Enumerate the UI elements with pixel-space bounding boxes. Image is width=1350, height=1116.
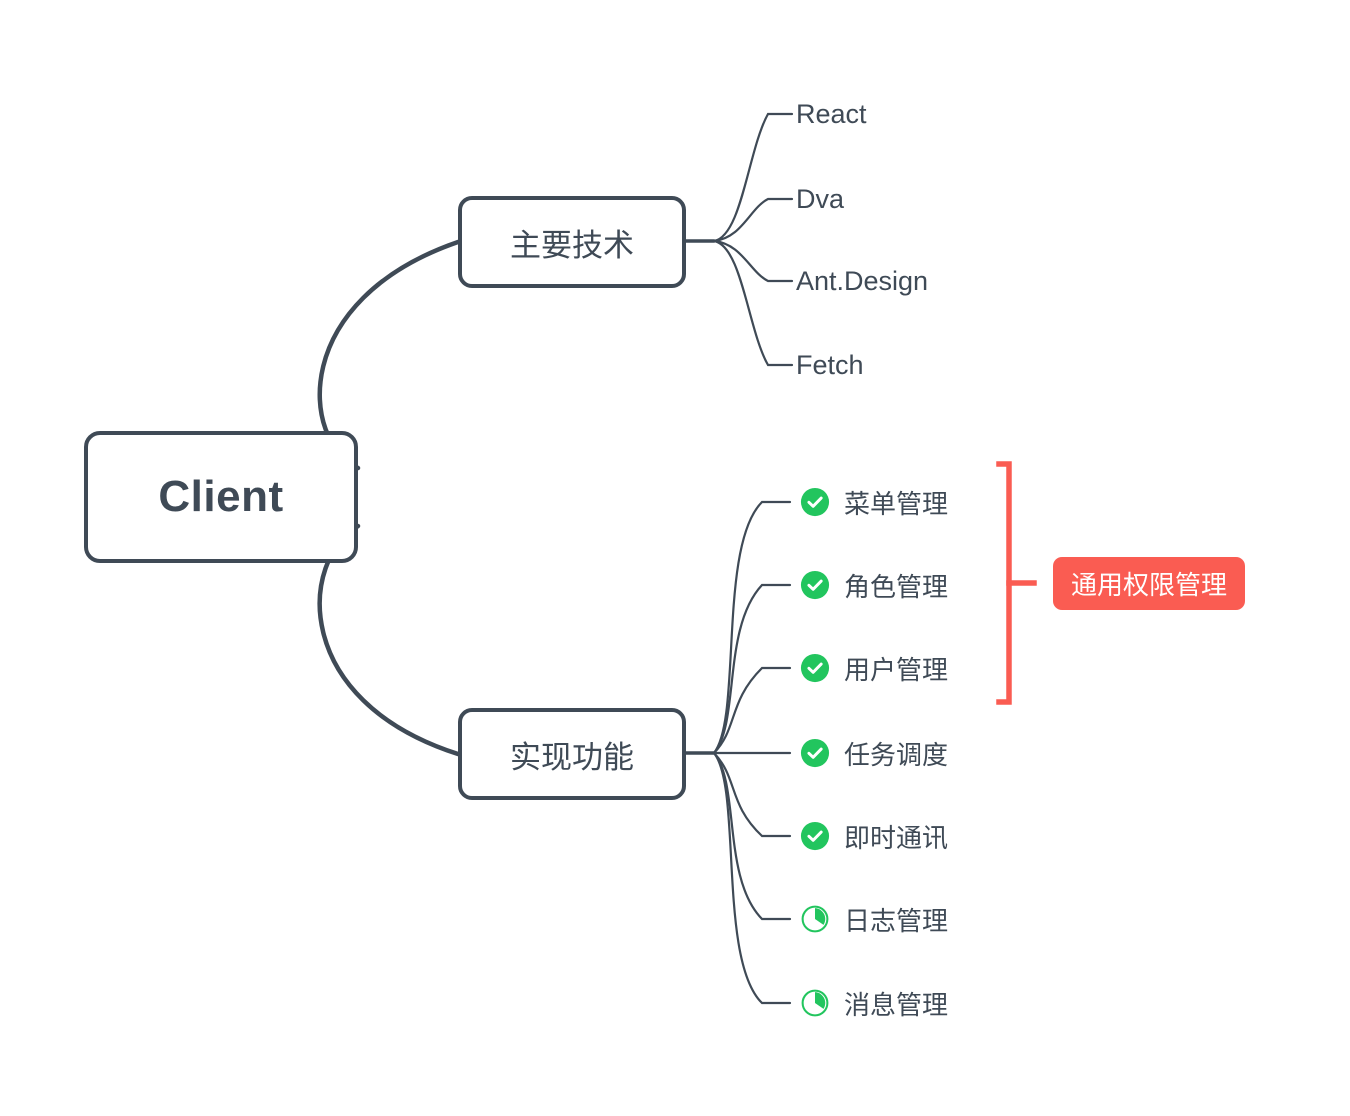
feature-user-management[interactable]: 用户管理 [800,648,948,688]
feature-label: 任务调度 [844,739,949,770]
check-circle-filled-icon [800,653,830,683]
connector-tech-dva [712,197,794,243]
leaf-label: Fetch [796,349,864,380]
pie-progress-icon [801,989,829,1017]
connector-func-im [712,751,792,838]
branch-node-label: 实现功能 [510,739,634,775]
connector-func-message [712,751,792,1005]
connector-tech-react [712,112,794,243]
feature-log-management[interactable]: 日志管理 [800,899,948,939]
check-circle-filled-icon [800,487,830,517]
feature-role-management[interactable]: 角色管理 [800,565,948,605]
feature-label: 日志管理 [844,905,949,936]
connector-tech-fetch [712,239,794,367]
feature-task-scheduling[interactable]: 任务调度 [800,733,948,773]
connector-func-log [712,751,792,921]
leaf-label: React [796,98,867,129]
feature-instant-messaging[interactable]: 即时通讯 [800,816,948,856]
leaf-fetch[interactable]: Fetch [796,345,864,385]
feature-label: 消息管理 [844,989,949,1020]
leaf-label: Dva [796,183,845,214]
feature-menu-management[interactable]: 菜单管理 [800,482,948,522]
group-bracket [996,461,1037,705]
root-node-label: Client [158,472,284,521]
connector-func-role [712,583,792,755]
check-circle-filled-icon [800,570,830,600]
feature-label: 角色管理 [844,571,949,602]
feature-message-management[interactable]: 消息管理 [800,983,948,1023]
leaf-react[interactable]: React [796,94,867,134]
branch-node-main-technology[interactable]: 主要技术 [458,196,686,288]
branch-node-label: 主要技术 [510,227,634,263]
annotation-badge-label: 通用权限管理 [1071,570,1228,600]
pie-progress-icon [801,905,829,933]
leaf-dva[interactable]: Dva [796,179,844,219]
root-node[interactable]: Client [84,431,358,563]
feature-label: 用户管理 [844,654,949,685]
connector-func-menu [712,500,792,755]
leaf-label: Ant.Design [796,265,929,296]
feature-label: 菜单管理 [844,488,949,519]
annotation-badge-general-permission[interactable]: 通用权限管理 [1053,557,1246,610]
check-circle-filled-icon [800,738,830,768]
connector-tech-antdesign [712,239,794,283]
connector-func-user [712,666,792,755]
branch-node-implemented-features[interactable]: 实现功能 [458,708,686,800]
feature-label: 即时通讯 [844,822,949,853]
check-circle-filled-icon [800,821,830,851]
leaf-ant-design[interactable]: Ant.Design [796,261,928,301]
